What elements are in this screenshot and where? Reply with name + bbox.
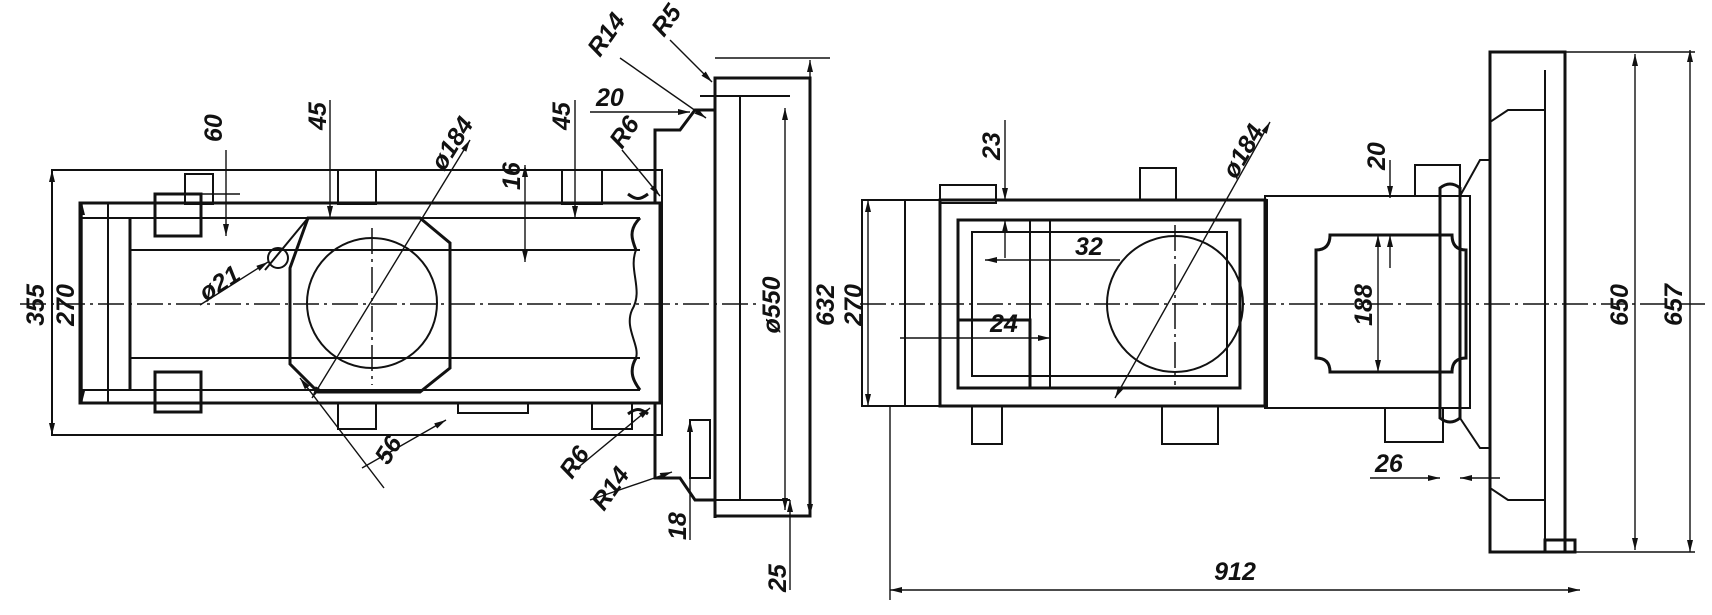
- dim-632: 632: [812, 284, 840, 326]
- dim-21-line: [199, 261, 269, 306]
- dim-60: 60: [200, 114, 228, 142]
- left-break-bottom: [630, 357, 642, 391]
- left-boss-top-3: [561, 169, 603, 205]
- dim-188: 188: [1350, 284, 1378, 326]
- left-outer-frame: [51, 169, 663, 436]
- dim-355: 355: [22, 283, 50, 326]
- dim-16: 16: [498, 161, 526, 190]
- dim-r6b-line: [574, 407, 651, 471]
- dim-657: 657: [1660, 283, 1688, 326]
- dim-r6-bottom: R6: [554, 440, 596, 483]
- left-boss-bottom-1: [153, 370, 203, 414]
- right-pocket: [956, 318, 1032, 390]
- left-break-top: [630, 216, 642, 251]
- right-boss-top-2: [1139, 167, 1177, 201]
- right-mid-boss-bottom: [1384, 407, 1444, 443]
- dim-20-right: 20: [1363, 142, 1391, 171]
- right-view: [860, 50, 1710, 554]
- left-boss-bottom-4: [457, 402, 529, 414]
- right-flange-foot: [1543, 538, 1577, 554]
- dim-r14-top: R14: [582, 8, 631, 62]
- right-mid-boss-top: [1414, 164, 1461, 197]
- dim-r14b-line: [589, 471, 673, 501]
- dim-270-left: 270: [52, 284, 80, 327]
- dim-r14-bottom: R14: [586, 462, 635, 516]
- dim-56-line: [299, 377, 385, 489]
- dim-45-right: 45: [548, 101, 576, 131]
- dim-diameter-184-left: ø184: [425, 112, 479, 175]
- right-flange-step-top: [1459, 109, 1545, 197]
- dim-r5: R5: [646, 0, 688, 41]
- left-boss-top-1b: [184, 173, 214, 205]
- left-dimensions: 355 270 60 45 ø184 16 45 R14 R5 20 R6 ø2…: [22, 0, 840, 593]
- right-mid-window: [1314, 233, 1468, 374]
- dim-18: 18: [664, 512, 692, 540]
- left-central-block: [288, 216, 452, 394]
- right-flange-step-bottom: [1459, 417, 1545, 501]
- left-boss-bottom-3: [591, 402, 633, 430]
- left-small-hole: [267, 247, 289, 269]
- left-boss-top-1: [153, 192, 203, 238]
- left-view: [20, 76, 812, 518]
- dim-r14a-line: [619, 57, 707, 119]
- right-flange: [1488, 50, 1567, 554]
- left-boss-top-2: [337, 169, 377, 205]
- dim-diameter-550: ø550: [758, 276, 786, 333]
- dim-24: 24: [989, 310, 1018, 338]
- dim-23: 23: [978, 132, 1006, 161]
- left-flange-recess: [689, 419, 711, 479]
- dim-26: 26: [1374, 450, 1404, 478]
- dim-184b-line: [1114, 121, 1271, 399]
- right-mid-rib: [1438, 182, 1462, 424]
- dim-32: 32: [1075, 233, 1103, 261]
- left-hole-chamfer: [264, 217, 309, 271]
- left-break-line: [628, 249, 638, 359]
- right-boss-top-1: [939, 184, 997, 204]
- dim-912: 912: [1214, 558, 1256, 586]
- dim-45-left: 45: [304, 101, 332, 131]
- dim-diameter-184-right: ø184: [1217, 120, 1270, 183]
- dim-diameter-21: ø21: [194, 260, 245, 307]
- dim-r5-line: [669, 39, 713, 83]
- dim-650: 650: [1606, 284, 1634, 326]
- dim-r6a-line: [621, 149, 661, 197]
- left-fillet-top: [627, 192, 649, 200]
- dim-25: 25: [764, 563, 792, 593]
- right-boss-bottom-1: [971, 405, 1003, 445]
- dim-20-top: 20: [595, 84, 624, 112]
- right-boss-bottom-2: [1161, 405, 1219, 445]
- dim-270-right: 270: [840, 284, 868, 327]
- left-boss-bottom-2: [337, 402, 377, 430]
- dim-r6-top: R6: [604, 110, 646, 153]
- dim-184a-line: [311, 139, 471, 399]
- dim-56-line-b: [361, 419, 447, 469]
